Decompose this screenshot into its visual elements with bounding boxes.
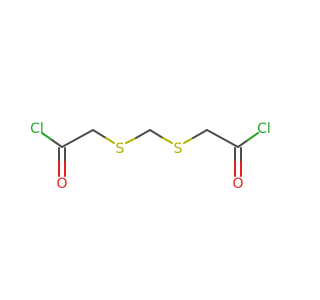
atom-label-s1: S (116, 141, 125, 157)
bond-s1-c3-s-half (125, 137, 137, 144)
bond-s1-c3-c-half (135, 129, 151, 139)
bond-s2-c4-c-half (192, 129, 208, 139)
atom-label-o1: O (56, 176, 67, 192)
bond-cl1-c1-c-half (51, 139, 63, 148)
atom-label-cl1: Cl (30, 121, 44, 137)
bond-c5-cl2-cl-half (247, 132, 259, 141)
bond-c2-s1-s-half (105, 137, 115, 144)
atom-label-s2: S (174, 141, 183, 157)
atom-label-cl2: Cl (257, 121, 271, 137)
bond-c4-c5 (206, 129, 239, 148)
atom-labels: Cl O S S Cl O (30, 121, 271, 192)
bond-cl1-c1-cl-half (41, 132, 53, 141)
bonds (41, 129, 259, 177)
bond-c2-s1-c-half (92, 129, 107, 139)
bond-c3-s2-c-half (149, 129, 164, 139)
atom-label-o2: O (232, 176, 243, 192)
bond-c3-s2-s-half (162, 137, 173, 144)
bond-s2-c4-s-half (183, 137, 194, 144)
bond-c5-cl2-c-half (237, 139, 249, 148)
bond-c1-c2 (61, 129, 94, 148)
chemical-structure-diagram: Cl O S S Cl O (30, 121, 271, 192)
